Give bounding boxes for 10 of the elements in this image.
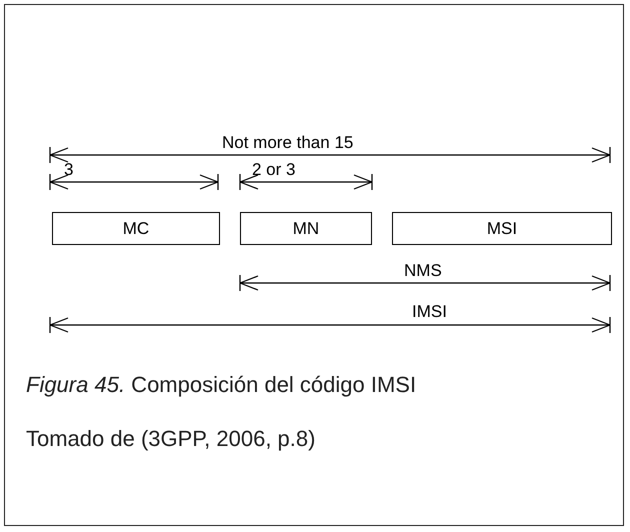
dimension-label: 3 (64, 160, 74, 180)
field-box: MSI (392, 212, 612, 245)
source-note: Tomado de (3GPP, 2006, p.8) (26, 426, 316, 452)
field-box: MC (52, 212, 220, 245)
dimension-label: NMS (404, 261, 442, 281)
field-box: MN (240, 212, 372, 245)
figure-caption: Figura 45. Composición del código IMSI (26, 372, 416, 398)
dimension-label: 2 or 3 (252, 160, 296, 180)
dimension-label: Not more than 15 (222, 133, 354, 153)
dimension-label: IMSI (412, 302, 447, 322)
